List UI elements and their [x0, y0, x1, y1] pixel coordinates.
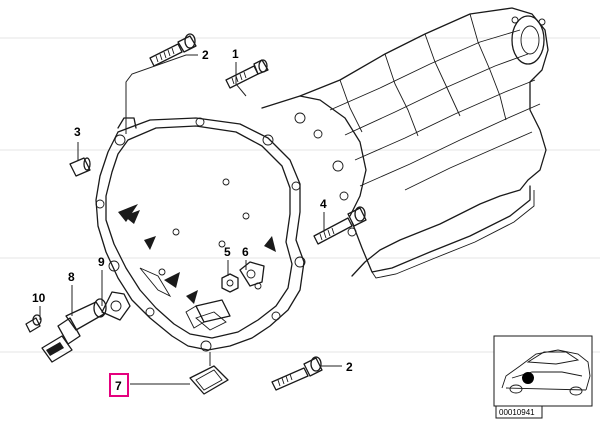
gasket-9: [101, 291, 131, 321]
car-locator-inset: 00010941: [493, 335, 593, 419]
callout-10: 10: [32, 291, 46, 305]
bolt-2-bottom: [271, 356, 323, 391]
bell-housing: [95, 117, 306, 352]
cover-plate-7: [189, 365, 229, 395]
callout-7: 7: [115, 379, 122, 393]
sensor-8: [41, 298, 107, 363]
callout-2-top: 2: [202, 48, 209, 62]
nut-5: [221, 273, 239, 293]
callout-6: 6: [242, 245, 249, 259]
reference-code: 00010941: [499, 408, 535, 417]
transmission-rear-housing: [261, 7, 549, 279]
callout-7-highlight: [109, 373, 129, 397]
callout-labels: 1 2 2 3 4 5 6 8 9 10 7: [32, 47, 353, 397]
callout-3: 3: [74, 125, 81, 139]
callout-4: 4: [320, 197, 327, 211]
callout-9: 9: [98, 255, 105, 269]
callout-1: 1: [232, 47, 239, 61]
callout-5: 5: [224, 245, 231, 259]
leader-lines: [39, 54, 342, 385]
dowel-pin-3: [69, 157, 91, 177]
bracket-6: [239, 261, 265, 287]
bolt-1: [225, 59, 269, 89]
callout-8: 8: [68, 270, 75, 284]
callout-2-bottom: 2: [346, 360, 353, 374]
bolt-2-top: [149, 33, 197, 67]
location-marker-icon: [522, 372, 534, 384]
screw-10: [25, 314, 42, 333]
bolt-4: [313, 206, 367, 245]
